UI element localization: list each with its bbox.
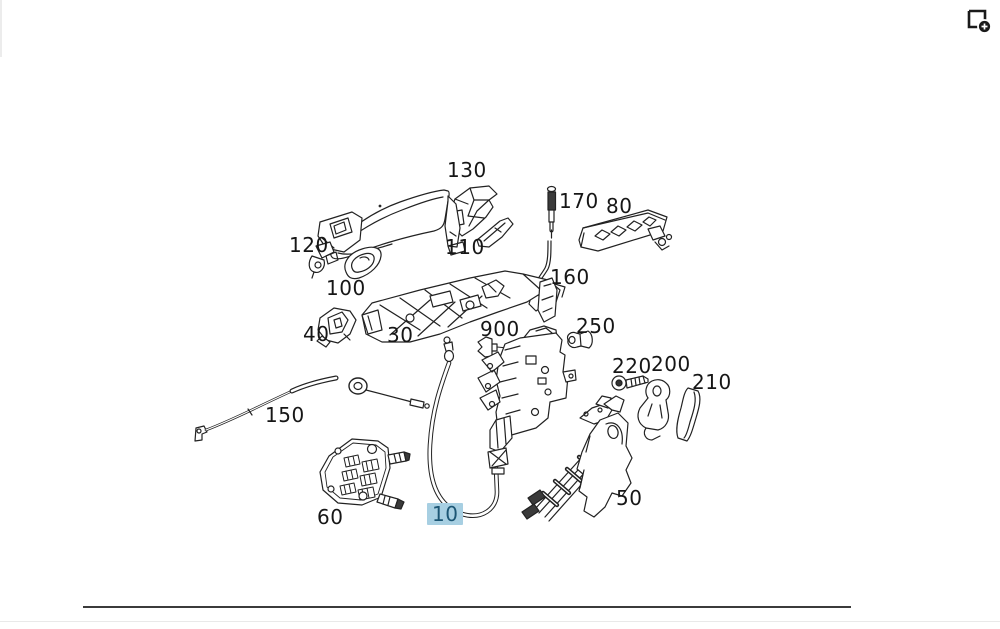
part-210-shim-drawing[interactable] — [676, 387, 701, 442]
part-100-gasket-drawing[interactable] — [344, 246, 382, 280]
callout-60[interactable]: 60 — [317, 505, 344, 529]
callout-30[interactable]: 30 — [387, 323, 414, 347]
callout-110[interactable]: 110 — [445, 235, 485, 259]
left-panel-edge — [0, 0, 2, 57]
part-40-bracket-drawing[interactable] — [316, 307, 357, 348]
part-10-lock-drawing[interactable] — [427, 325, 577, 518]
callout-50[interactable]: 50 — [616, 486, 643, 510]
part-220-screw-drawing[interactable] — [611, 375, 649, 391]
callout-120[interactable]: 120 — [289, 233, 329, 257]
callout-170[interactable]: 170 — [559, 189, 599, 213]
callout-10-selected[interactable]: 10 — [427, 503, 464, 525]
part-150-cable-drawing[interactable] — [194, 375, 430, 442]
part-110-seal-drawing[interactable] — [476, 217, 514, 248]
callout-100[interactable]: 100 — [326, 276, 366, 300]
callout-220[interactable]: 220 — [612, 354, 652, 378]
part-30-carrier-drawing[interactable] — [361, 270, 566, 343]
add-document-icon[interactable] — [964, 6, 992, 34]
callout-150[interactable]: 150 — [265, 403, 305, 427]
part-170-pin-drawing[interactable] — [546, 185, 557, 239]
part-80-rail-drawing[interactable] — [578, 209, 673, 252]
callout-80[interactable]: 80 — [606, 194, 633, 218]
callout-900[interactable]: 900 — [480, 317, 520, 341]
footer-divider — [0, 621, 1000, 622]
callout-210[interactable]: 210 — [692, 370, 732, 394]
callout-160[interactable]: 160 — [550, 265, 590, 289]
callout-130[interactable]: 130 — [447, 158, 487, 182]
part-50-carrier-drawing[interactable] — [521, 395, 633, 522]
part-250-grommet-drawing[interactable] — [566, 330, 593, 349]
part-120-handle-drawing[interactable] — [308, 189, 466, 279]
callout-40[interactable]: 40 — [303, 322, 330, 346]
part-60-module-drawing[interactable] — [319, 438, 411, 510]
callout-250[interactable]: 250 — [576, 314, 616, 338]
part-200-striker-drawing[interactable] — [637, 379, 671, 441]
footer-rule — [83, 606, 851, 608]
callout-200[interactable]: 200 — [651, 352, 691, 376]
